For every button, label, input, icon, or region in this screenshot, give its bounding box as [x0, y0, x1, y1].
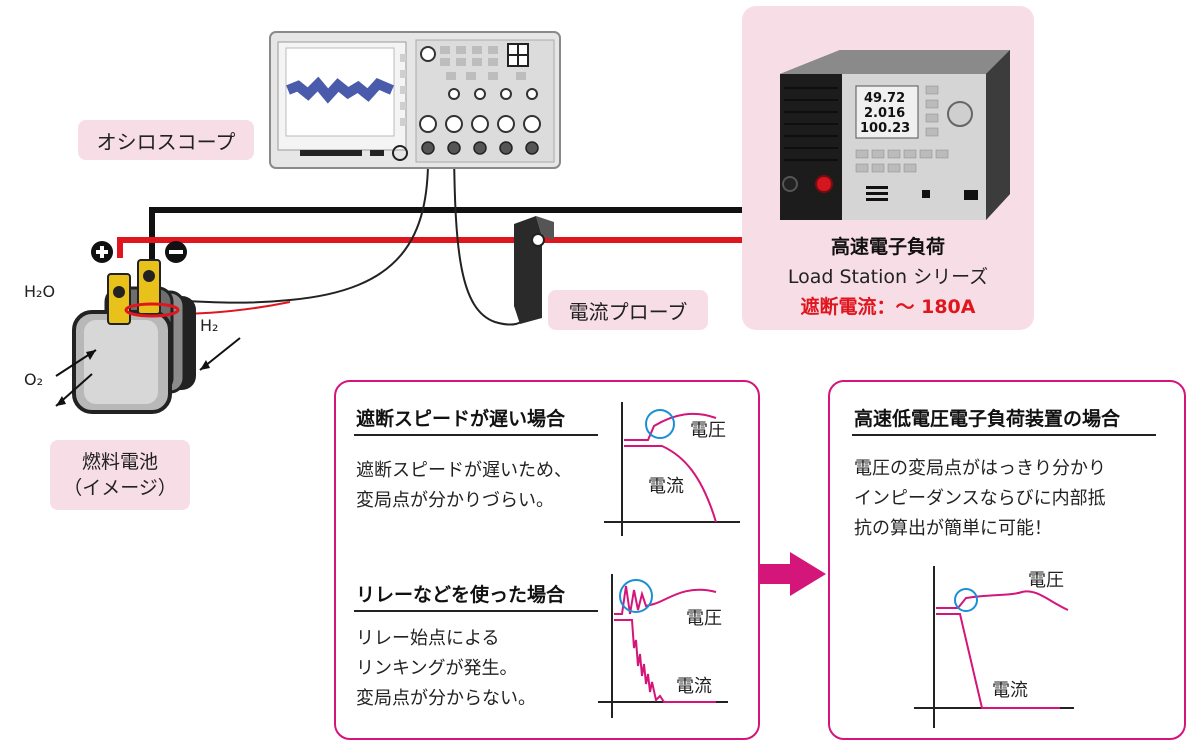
scope-channel-1-connector	[421, 141, 435, 155]
relay-chart	[598, 574, 728, 718]
fast-current-curve	[936, 613, 1060, 709]
scope-waveform	[286, 76, 394, 104]
load-cutoff-current: 遮断電流：～ 180A	[800, 296, 976, 318]
oscilloscope	[269, 31, 561, 169]
fast-load-title: 高速低電圧電子負荷装置の場合	[854, 408, 1121, 430]
slow-current-label: 電流	[648, 476, 684, 497]
fuel-cell-label: 燃料電池 （イメージ）	[50, 440, 190, 510]
fast-voltage-label: 電圧	[1028, 570, 1064, 591]
comparison-panel-conventional	[334, 380, 760, 740]
relay-current-curve	[614, 619, 716, 703]
fast-load-chart	[914, 566, 1074, 728]
slow-voltage-label: 電圧	[690, 420, 726, 441]
load-display-screen	[855, 85, 919, 139]
relay-title: リレーなどを使った場合	[356, 584, 566, 606]
relay-description: リレー始点による リンキングが発生。 変局点が分からない。	[356, 628, 536, 709]
slow-cutoff-underline	[354, 434, 598, 436]
fast-voltage-curve	[936, 590, 1069, 611]
slow-cutoff-chart	[604, 402, 740, 536]
scope-probe-cable-2	[453, 149, 529, 326]
relay-voltage-label: 電圧	[686, 608, 722, 629]
load-terminal-positive	[815, 175, 833, 193]
slow-cutoff-title: 遮断スピードが遅い場合	[356, 408, 566, 430]
oscilloscope-label: オシロスコープ	[78, 120, 254, 160]
slow-current-curve	[624, 445, 717, 523]
load-display-line-3: 100.23	[860, 121, 910, 136]
slow-cutoff-description: 遮断スピードが遅いため、 変局点が分かりづらい。	[356, 460, 572, 511]
load-series: Load Station シリーズ	[787, 266, 989, 288]
h2-label: H₂	[200, 316, 219, 335]
transition-arrow-icon	[758, 552, 826, 596]
fast-load-underline	[852, 434, 1156, 436]
fast-current-label: 電流	[992, 680, 1028, 701]
fast-inflection-circle	[954, 588, 978, 612]
relay-inflection-circle	[619, 579, 653, 613]
current-probe-label: 電流プローブ	[548, 290, 708, 330]
fuel-cell	[55, 241, 241, 414]
current-probe	[514, 216, 554, 324]
o2-label: O₂	[24, 370, 44, 389]
relay-underline	[354, 610, 598, 612]
comparison-panel-fast-load	[828, 380, 1186, 740]
relay-current-label: 電流	[676, 676, 712, 697]
load-display-line-1: 49.72	[864, 91, 905, 106]
slow-inflection-circle	[645, 409, 675, 439]
slow-voltage-curve	[624, 412, 717, 441]
relay-voltage-curve	[614, 585, 717, 615]
scope-probe-cable-1	[159, 149, 430, 304]
electronic-load-device: 49.72 2.016 100.23	[780, 50, 1010, 220]
load-display-line-2: 2.016	[864, 106, 905, 121]
fast-load-description: 電圧の変局点がはっきり分かり インピーダンスならびに内部抵 抗の算出が簡単に可能…	[854, 458, 1106, 539]
load-name: 高速電子負荷	[830, 236, 945, 258]
h2o-label: H₂O	[24, 282, 56, 301]
load-terminal-negative	[782, 176, 798, 192]
